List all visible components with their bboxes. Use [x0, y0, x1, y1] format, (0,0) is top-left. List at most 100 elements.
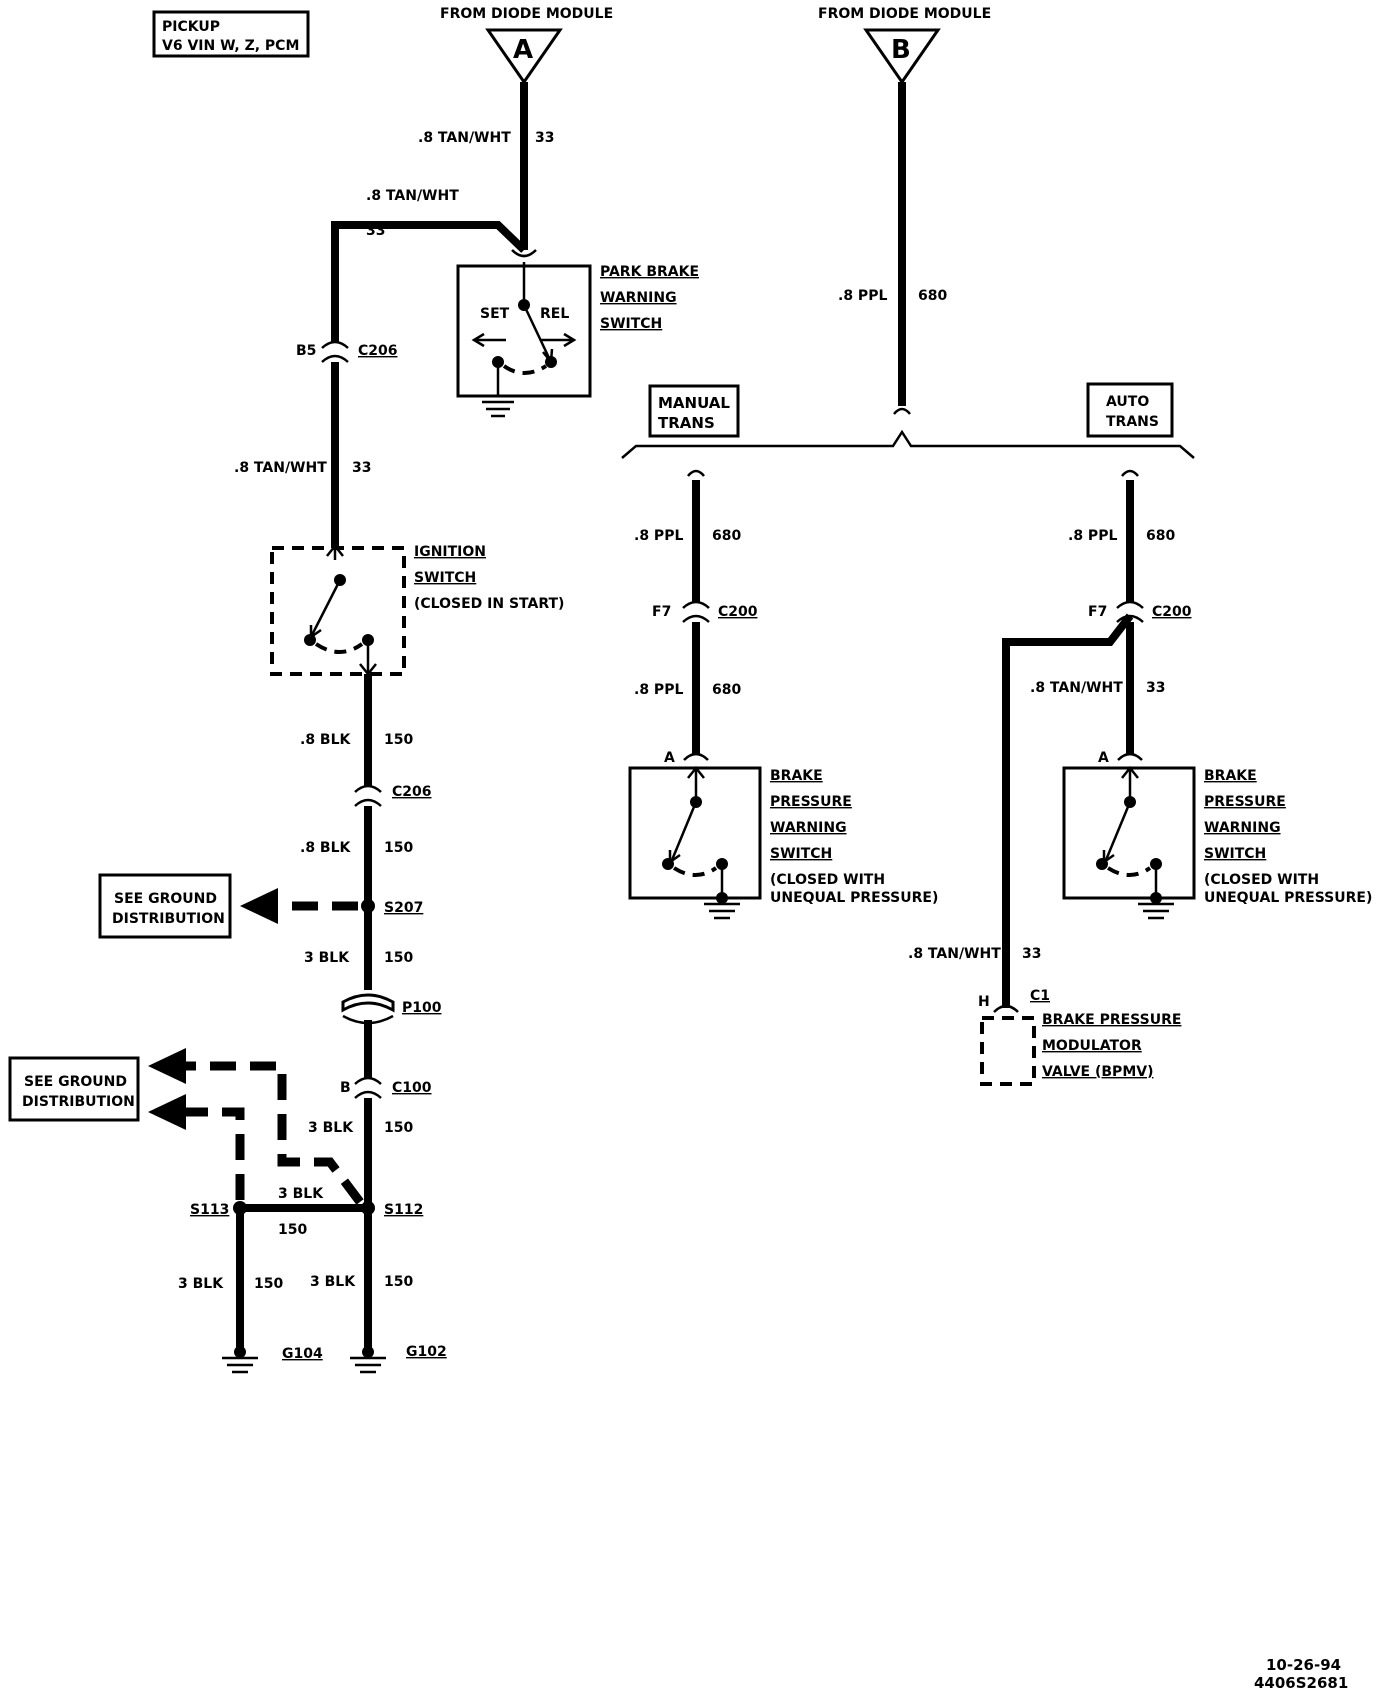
option-manual-line2: TRANS	[658, 414, 715, 432]
connector-c100-label: C100	[392, 1080, 432, 1096]
brake-pressure-switch-auto: A	[1062, 750, 1196, 920]
wire-label-blk-3-3: 3 BLK	[278, 1186, 324, 1202]
wire-circuit-680-1: 680	[918, 288, 947, 304]
ground-g104-icon	[222, 1346, 258, 1374]
option-auto-line1: AUTO	[1106, 394, 1149, 410]
option-branch-bar	[621, 429, 1195, 459]
ground-g104-label: G104	[282, 1346, 323, 1362]
wire-circuit-150-1: 150	[384, 732, 413, 748]
brake-pressure-manual-l5: (CLOSED WITH	[770, 872, 885, 888]
wire-circuit-150-4: 150	[384, 1120, 413, 1136]
wire-s112-to-ground-dist	[184, 1061, 364, 1205]
ground-dist-1-line2: DISTRIBUTION	[112, 911, 225, 927]
wire-circuit-150-3: 150	[384, 950, 413, 966]
manual-break-top	[687, 469, 705, 477]
wire-label-tan-wht-5: .8 TAN/WHT	[908, 946, 1001, 962]
bpmv-label-1: BRAKE PRESSURE	[1042, 1012, 1181, 1028]
splice-s207	[361, 899, 375, 913]
option-manual-line1: MANUAL	[658, 394, 730, 412]
source-b: FROM DIODE MODULE B	[818, 6, 991, 85]
wire-auto-to-bpmv	[1002, 613, 1134, 1008]
option-manual-trans: MANUAL TRANS	[648, 384, 740, 438]
brake-pressure-auto-l3: WARNING	[1204, 820, 1281, 836]
brake-pressure-auto-l1: BRAKE	[1204, 768, 1257, 784]
brake-pressure-auto-l2: PRESSURE	[1204, 794, 1286, 810]
wire-circuit-33-3: 33	[352, 460, 371, 476]
header-line2: V6 VIN W, Z, PCM	[162, 38, 299, 54]
p100-label: P100	[402, 1000, 442, 1016]
park-brake-set-label: SET	[480, 306, 510, 322]
wire-label-tan-wht-1: .8 TAN/WHT	[418, 130, 511, 146]
bpmv-label-3: VALVE (BPMV)	[1042, 1064, 1153, 1080]
brake-pressure-switch-manual: A	[628, 750, 762, 920]
wire-b-break	[893, 407, 911, 415]
wire-label-ppl-3: .8 PPL	[634, 682, 683, 698]
footer-code: 4406S2681	[1254, 1674, 1348, 1692]
bpmv-valve: H C1	[978, 988, 1050, 1086]
wire-park-brake-branch	[331, 221, 527, 342]
wire-label-blk-08-1: .8 BLK	[300, 732, 352, 748]
source-a-letter: A	[513, 35, 533, 65]
wire-circuit-33-1: 33	[535, 130, 554, 146]
pass-through-p100: P100	[341, 993, 442, 1025]
brake-pressure-auto-l6: UNEQUAL PRESSURE)	[1204, 890, 1372, 906]
wire-s113-to-ground-dist	[184, 1107, 245, 1200]
wire-label-ppl-2: .8 PPL	[634, 528, 683, 544]
ground-distribution-box-1: SEE GROUND DISTRIBUTION	[98, 873, 232, 939]
wire-label-blk-3-1: 3 BLK	[304, 950, 350, 966]
ignition-label-3: (CLOSED IN START)	[414, 596, 564, 612]
bpmv-label-2: MODULATOR	[1042, 1038, 1142, 1054]
pin-f7-label-manual: F7	[652, 604, 671, 620]
park-brake-label-3: SWITCH	[600, 316, 662, 332]
wire-label-tan-wht-3: .8 TAN/WHT	[234, 460, 327, 476]
source-a: FROM DIODE MODULE A	[440, 6, 613, 85]
auto-break-top	[1121, 469, 1139, 477]
wire-label-blk-3-5: 3 BLK	[310, 1274, 356, 1290]
wire-label-tan-wht-4: .8 TAN/WHT	[1030, 680, 1123, 696]
source-b-from-label: FROM DIODE MODULE	[818, 6, 991, 22]
wire-circuit-150-5: 150	[278, 1222, 307, 1238]
pin-b5-label: B5	[296, 343, 316, 359]
ground-g102-icon	[350, 1346, 386, 1374]
park-brake-rel-label: REL	[540, 306, 569, 322]
brake-pressure-auto-l5: (CLOSED WITH	[1204, 872, 1319, 888]
source-b-letter: B	[891, 35, 911, 65]
header-line1: PICKUP	[162, 19, 220, 35]
source-b-triangle	[863, 28, 941, 85]
ground-dist-2-line2: DISTRIBUTION	[22, 1094, 135, 1110]
wire-circuit-33-4: 33	[1146, 680, 1165, 696]
connector-c1-label: C1	[1030, 988, 1050, 1004]
ignition-label-1: IGNITION	[414, 544, 486, 560]
connector-c206-label-1: C206	[358, 343, 398, 359]
pin-a-label-manual: A	[664, 750, 675, 766]
splice-s207-label: S207	[384, 900, 423, 916]
arrow-s113-ground-dist	[148, 1094, 186, 1130]
brake-pressure-manual-l1: BRAKE	[770, 768, 823, 784]
connector-c200-manual: F7 C200	[652, 600, 758, 623]
brake-pressure-manual-l2: PRESSURE	[770, 794, 852, 810]
connector-c200-label-manual: C200	[718, 604, 758, 620]
option-auto-trans: AUTO TRANS	[1086, 382, 1174, 438]
wire-circuit-33-2: 33	[366, 223, 385, 239]
pin-b-label: B	[340, 1080, 351, 1096]
splice-s113-label: S113	[190, 1202, 229, 1218]
ground-g102-label: G102	[406, 1344, 447, 1360]
ignition-label-2: SWITCH	[414, 570, 476, 586]
wire-label-blk-08-2: .8 BLK	[300, 840, 352, 856]
wire-circuit-33-5: 33	[1022, 946, 1041, 962]
arrow-s112-ground-dist	[148, 1048, 186, 1084]
splice-s112-label: S112	[384, 1202, 423, 1218]
wire-label-tan-wht-2: .8 TAN/WHT	[366, 188, 459, 204]
source-a-from-label: FROM DIODE MODULE	[440, 6, 613, 22]
connector-c206-b5: B5 C206	[296, 340, 398, 363]
wire-circuit-150-6: 150	[254, 1276, 283, 1292]
park-brake-label-1: PARK BRAKE	[600, 264, 699, 280]
ground-dist-1-line1: SEE GROUND	[114, 891, 217, 907]
pin-f7-label-auto: F7	[1088, 604, 1107, 620]
pin-a-label-auto: A	[1098, 750, 1109, 766]
brake-pressure-manual-l4: SWITCH	[770, 846, 832, 862]
arrow-s207-ground-dist	[240, 888, 278, 924]
footer-date: 10-26-94	[1266, 1656, 1341, 1674]
wire-circuit-680-4: 680	[1146, 528, 1175, 544]
